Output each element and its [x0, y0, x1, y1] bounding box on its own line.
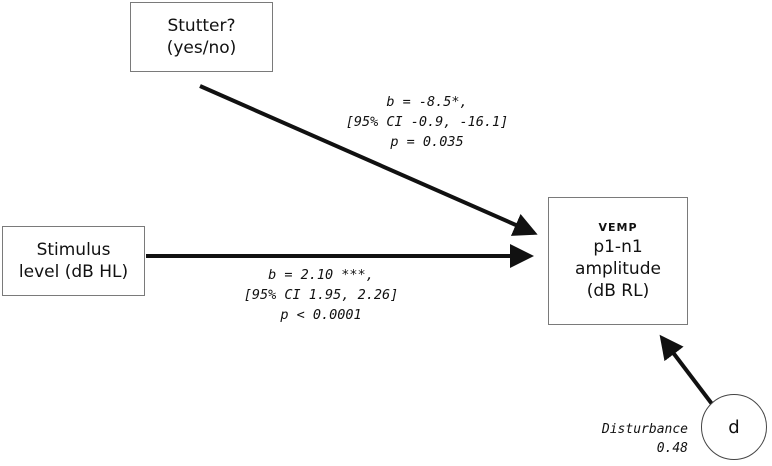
arrow-disturbance-to-vemp	[659, 334, 714, 406]
stutter-edge-coef: b = -8.5*,	[386, 94, 468, 110]
stimulus-node: Stimulus level (dB HL)	[2, 226, 145, 296]
disturbance-symbol: d	[728, 416, 740, 438]
stimulus-edge-stats: b = 2.10 ***, [95% CI 1.95, 2.26] p < 0.…	[216, 265, 426, 325]
disturbance-node: d	[701, 394, 767, 460]
stutter-node-line2: (yes/no)	[166, 38, 237, 58]
vemp-node-line1: p1-n1	[593, 237, 643, 257]
stimulus-edge-ci: [95% CI 1.95, 2.26]	[243, 287, 399, 303]
stimulus-edge-coef: b = 2.10 ***,	[268, 267, 374, 283]
stutter-edge-p: p = 0.035	[390, 134, 464, 150]
stutter-edge-stats: b = -8.5*, [95% CI -0.9, -16.1] p = 0.03…	[322, 92, 532, 152]
disturbance-edge-label: Disturbance 0.48	[560, 420, 688, 458]
vemp-node-line2: amplitude	[575, 259, 661, 279]
stimulus-node-line1: Stimulus	[36, 240, 111, 260]
arrow-stutter-to-vemp	[199, 84, 538, 236]
stutter-edge-ci: [95% CI -0.9, -16.1]	[345, 114, 509, 130]
disturbance-label-value: 0.48	[656, 441, 688, 456]
stutter-node-line1: Stutter?	[167, 16, 236, 36]
disturbance-label-text: Disturbance	[601, 422, 688, 437]
stutter-node: Stutter? (yes/no)	[130, 2, 273, 72]
vemp-node: VEMP p1-n1 amplitude (dB RL)	[548, 197, 688, 325]
vemp-node-line3: (dB RL)	[586, 281, 650, 301]
vemp-node-tag: VEMP	[598, 221, 638, 234]
stimulus-edge-p: p < 0.0001	[280, 307, 362, 323]
stimulus-node-line2: level (dB HL)	[18, 262, 129, 282]
